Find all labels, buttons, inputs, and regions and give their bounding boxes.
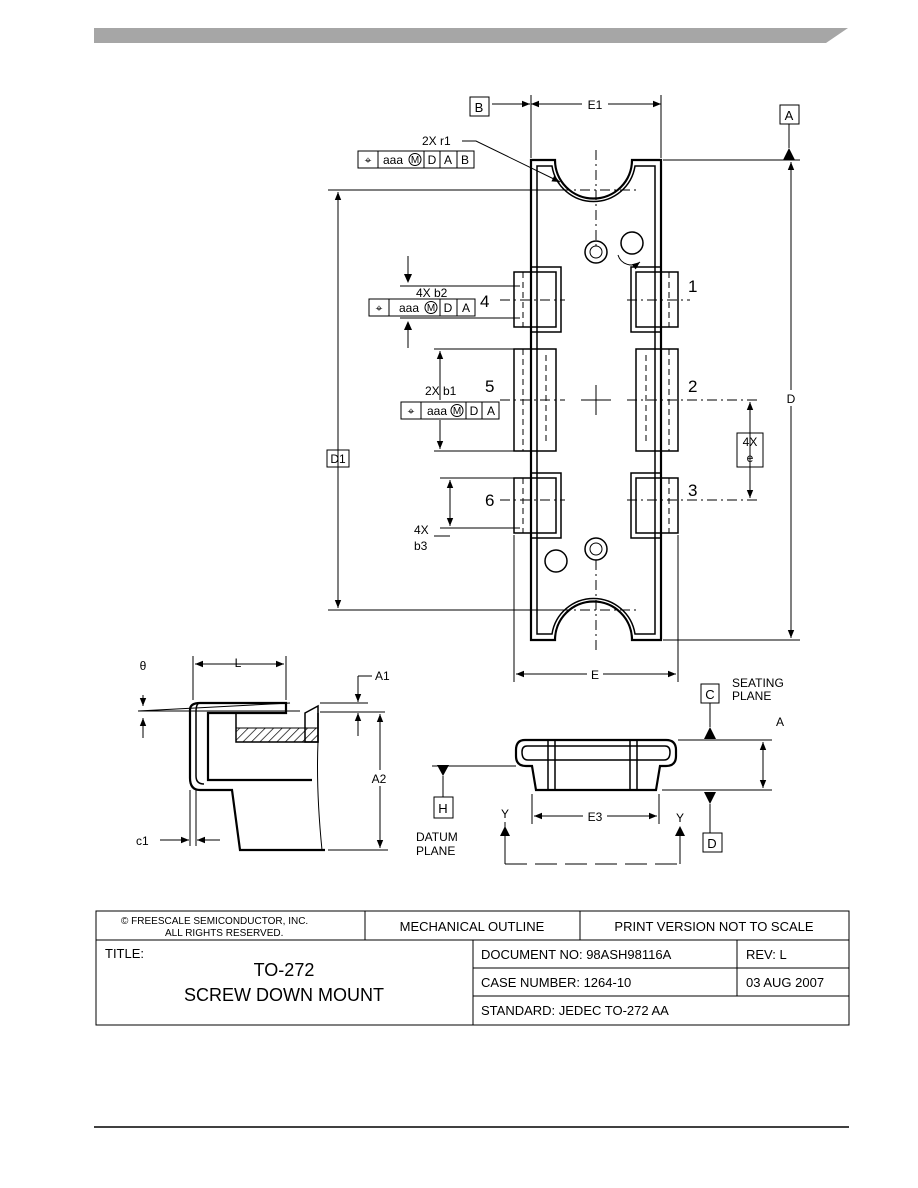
- dim-r1: 2X r1: [422, 134, 451, 148]
- case-number: CASE NUMBER: 1264-10: [481, 975, 631, 990]
- svg-text:M: M: [427, 303, 435, 314]
- document-number: DOCUMENT NO: 98ASH98116A: [481, 947, 672, 962]
- fcf-b1: ⌖ aaa M D A: [400, 401, 500, 420]
- dim-b3: b3: [414, 539, 428, 553]
- revision-date: 03 AUG 2007: [746, 975, 824, 990]
- dim-b1: 2X b1: [425, 384, 457, 398]
- svg-text:A: A: [444, 153, 452, 167]
- dim-d1-box: [326, 449, 350, 468]
- pin-5: 5: [485, 377, 494, 396]
- datum-c: C: [705, 687, 714, 702]
- pin-6: 6: [485, 491, 494, 510]
- dim-b2: 4X b2: [416, 286, 448, 300]
- title-line-1: TO-272: [254, 960, 315, 980]
- revision: REV: L: [746, 947, 787, 962]
- dim-b3-qty: 4X: [414, 523, 429, 537]
- datum-d-box: [702, 832, 723, 853]
- title-line-2: SCREW DOWN MOUNT: [184, 985, 384, 1005]
- seating-note-1: SEATING: [732, 676, 784, 690]
- dim-c1: c1: [136, 834, 149, 848]
- mechanical-outline-label: MECHANICAL OUTLINE: [400, 919, 545, 934]
- fcf-b2: ⌖ aaa M D A: [368, 298, 476, 317]
- section-y-right: Y: [676, 811, 684, 825]
- header-bar: [94, 28, 848, 43]
- datum-note-1: DATUM: [416, 830, 458, 844]
- svg-text:D: D: [470, 404, 479, 418]
- datum-h-box: [433, 796, 454, 819]
- svg-text:A: A: [462, 301, 470, 315]
- dim-a2: A2: [372, 772, 387, 786]
- section-y-left: Y: [501, 807, 509, 821]
- datum-h: H: [438, 801, 447, 816]
- dim-theta: θ: [140, 659, 147, 673]
- copyright-line-1: © FREESCALE SEMICONDUCTOR, INC.: [121, 916, 308, 927]
- pin-2: 2: [688, 377, 697, 396]
- dim-d1: D1: [330, 452, 346, 466]
- dim-a1: A1: [375, 669, 390, 683]
- pin-3: 3: [688, 481, 697, 500]
- dim-e3: E3: [588, 810, 603, 824]
- end-view: C SEATING PLANE D A H DATUM PLANE E3: [416, 676, 784, 865]
- dim-a: A: [776, 715, 784, 729]
- datum-b: B: [475, 100, 484, 115]
- title-label: TITLE:: [105, 946, 144, 961]
- fcf-top: ⌖ aaa M D A B: [357, 150, 475, 169]
- dim-e: E: [591, 668, 599, 682]
- seating-note-2: PLANE: [732, 689, 771, 703]
- svg-text:D: D: [444, 301, 453, 315]
- title-block: © FREESCALE SEMICONDUCTOR, INC. ALL RIGH…: [95, 910, 850, 1026]
- dim-e-pitch: e: [747, 451, 754, 465]
- copyright-line-2: ALL RIGHTS RESERVED.: [165, 928, 283, 939]
- dim-d: D: [787, 392, 796, 406]
- package-body-outline: [529, 158, 663, 642]
- print-version-label: PRINT VERSION NOT TO SCALE: [614, 919, 813, 934]
- pin-1: 1: [688, 277, 697, 296]
- svg-text:B: B: [461, 153, 469, 167]
- svg-text:aaa: aaa: [399, 301, 419, 315]
- side-detail-view: θ L A1 A2 c1: [136, 656, 390, 852]
- datum-b-box: [469, 96, 490, 117]
- datum-a: A: [785, 108, 794, 123]
- svg-text:aaa: aaa: [427, 404, 447, 418]
- top-view: E1 B A D D1 E 4X e 2X r1: [326, 95, 800, 682]
- svg-text:M: M: [411, 155, 419, 166]
- svg-text:aaa: aaa: [383, 153, 403, 167]
- dim-e-pitch-box: [736, 432, 764, 468]
- svg-text:⌖: ⌖: [365, 153, 372, 167]
- svg-text:D: D: [428, 153, 437, 167]
- dim-l: L: [235, 656, 242, 670]
- svg-text:⌖: ⌖: [408, 404, 415, 418]
- pin-4: 4: [480, 292, 489, 311]
- svg-text:M: M: [453, 406, 461, 417]
- dim-e1: E1: [588, 98, 603, 112]
- svg-text:A: A: [487, 404, 495, 418]
- standard: STANDARD: JEDEC TO-272 AA: [481, 1003, 669, 1018]
- dim-e-qty: 4X: [743, 435, 758, 449]
- datum-note-2: PLANE: [416, 844, 455, 858]
- datum-d: D: [707, 836, 716, 851]
- svg-text:⌖: ⌖: [376, 301, 383, 315]
